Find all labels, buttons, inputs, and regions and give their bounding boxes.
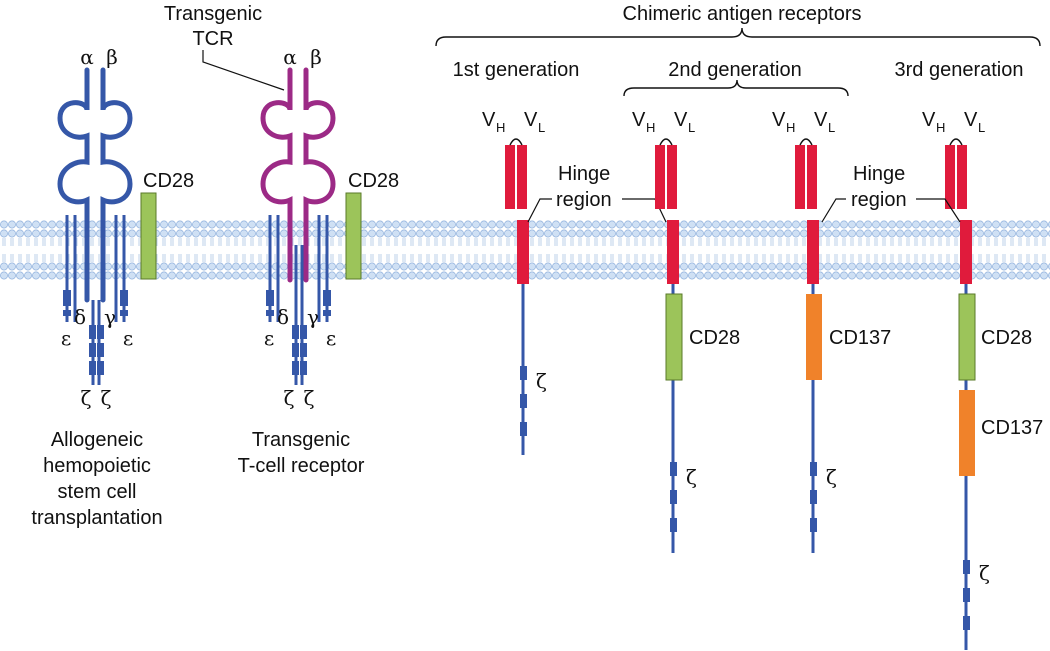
zeta-label-2a: ζ <box>284 386 295 410</box>
delta-label-1: δ <box>74 305 86 329</box>
cd28-label-car-2: CD28 <box>689 327 740 349</box>
hinge-pointer-1 <box>527 198 552 223</box>
caption-transgenic-1: Transgenic <box>252 429 350 451</box>
gamma-label-1: γ <box>104 305 116 329</box>
vl-label-4: V <box>964 109 978 131</box>
vh-label-2: V <box>632 109 646 131</box>
alpha-label-1: α <box>80 45 94 69</box>
endogenous-tcr <box>57 67 133 303</box>
zeta-label-car-4: ζ <box>979 561 990 585</box>
vh-label-1: V <box>482 109 496 131</box>
vl-sub-1: L <box>538 120 545 135</box>
hinge-label-2: Hinge <box>853 163 905 185</box>
delta-label-2: δ <box>277 305 289 329</box>
epsilon-label-1a: ε <box>61 326 71 350</box>
endogenous-itam-blocks <box>63 290 128 375</box>
first-generation-label: 1st generation <box>453 59 580 81</box>
vh-sub-2: H <box>646 120 655 135</box>
zeta-label-car-2: ζ <box>686 465 697 489</box>
hinge-pointer-4 <box>916 198 961 223</box>
cd28-label-2: CD28 <box>348 170 399 192</box>
vh-sub-4: H <box>936 120 945 135</box>
zeta-label-car-1: ζ <box>536 369 547 393</box>
hinge-label-1: Hinge <box>558 163 610 185</box>
vh-sub-1: H <box>496 120 505 135</box>
vl-sub-3: L <box>828 120 835 135</box>
cd28-label-1: CD28 <box>143 170 194 192</box>
transgenic-tcr <box>260 67 336 283</box>
caption-transgenic-2: T-cell receptor <box>238 455 365 477</box>
vh-label-3: V <box>772 109 786 131</box>
car-brace <box>435 27 1041 47</box>
transgenic-tcr-pointer <box>202 50 285 91</box>
caption-allogeneic-4: transplantation <box>31 507 162 529</box>
zeta-label-1b: ζ <box>101 386 112 410</box>
cd137-label-car-3: CD137 <box>981 417 1043 439</box>
zeta-label-2b: ζ <box>304 386 315 410</box>
epsilon-label-1b: ε <box>123 326 133 350</box>
hinge-region-label-1: region <box>556 189 612 211</box>
zeta-label-1a: ζ <box>81 386 92 410</box>
second-gen-car-cd28 <box>655 138 683 553</box>
transgenic-tcr-label: Transgenic <box>164 3 262 25</box>
beta-label-2: β <box>310 45 322 69</box>
vh-sub-3: H <box>786 120 795 135</box>
first-gen-car <box>505 138 529 455</box>
second-generation-label: 2nd generation <box>668 59 801 81</box>
transgenic-tcr-label-2: TCR <box>192 28 233 50</box>
vh-label-4: V <box>922 109 936 131</box>
vl-sub-4: L <box>978 120 985 135</box>
hinge-pointer-3 <box>821 198 846 223</box>
vl-label-1: V <box>524 109 538 131</box>
caption-allogeneic-1: Allogeneic <box>51 429 143 451</box>
transgenic-itam-blocks <box>266 290 331 375</box>
second-generation-brace <box>623 79 849 97</box>
vl-label-3: V <box>814 109 828 131</box>
beta-label-1: β <box>106 45 118 69</box>
vl-sub-2: L <box>688 120 695 135</box>
caption-allogeneic-3: stem cell <box>58 481 137 503</box>
hinge-region-label-2: region <box>851 189 907 211</box>
second-gen-car-cd137 <box>795 138 822 553</box>
cd28-label-car-3: CD28 <box>981 327 1032 349</box>
car-title: Chimeric antigen receptors <box>623 3 862 25</box>
alpha-label-2: α <box>283 45 297 69</box>
epsilon-label-2a: ε <box>264 326 274 350</box>
caption-allogeneic-2: hemopoietic <box>43 455 151 477</box>
vl-label-2: V <box>674 109 688 131</box>
third-generation-label: 3rd generation <box>895 59 1024 81</box>
zeta-label-car-3: ζ <box>826 465 837 489</box>
gamma-label-2: γ <box>307 305 319 329</box>
cd28-molecule-1 <box>140 192 157 280</box>
cd137-label-car-2: CD137 <box>829 327 891 349</box>
epsilon-label-2b: ε <box>326 326 336 350</box>
third-gen-car <box>945 138 976 650</box>
cd28-molecule-2 <box>345 192 362 280</box>
